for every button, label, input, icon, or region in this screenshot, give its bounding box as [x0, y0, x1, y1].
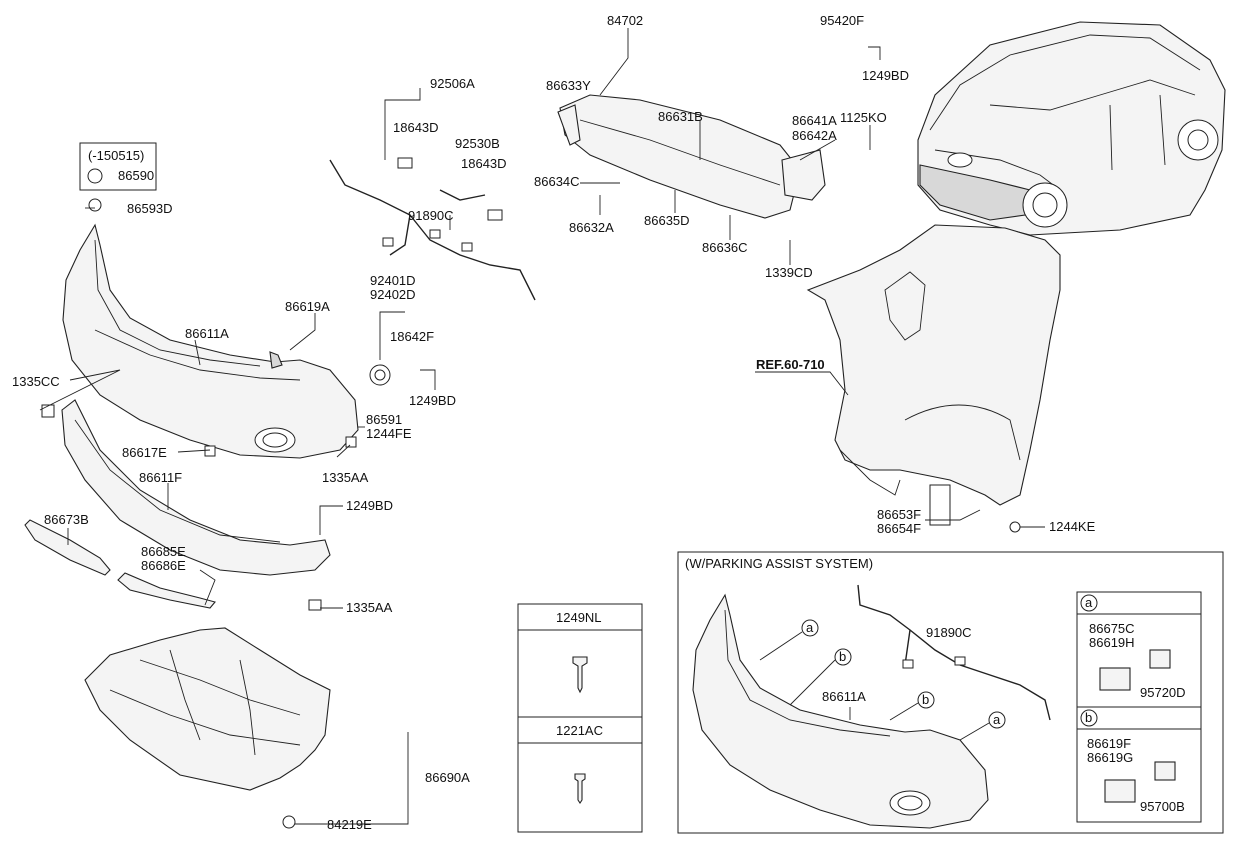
label-86685E: 86685E [141, 544, 186, 559]
label-86631B: 86631B [658, 109, 703, 124]
label-18642F: 18642F [390, 329, 434, 344]
label-92530B: 92530B [455, 136, 500, 151]
bumper-garnish-strips [24, 519, 216, 609]
label-86673B: 86673B [44, 512, 89, 527]
label-86611A: 86611A [185, 326, 229, 341]
part-labels: 84702 95420F 1249BD 86633Y 92506A 86631B… [12, 13, 1096, 832]
fastener-table [517, 603, 643, 833]
legend-a-86675C: 86675C [1089, 621, 1135, 636]
back-beam [557, 94, 826, 219]
legend-b-86619G: 86619G [1087, 750, 1133, 765]
label-84702: 84702 [607, 13, 643, 28]
callout-b-2: b [922, 692, 929, 707]
label-1335AA-a: 1335AA [322, 470, 369, 485]
label-1335AA-b: 1335AA [346, 600, 393, 615]
legend-b-86619F: 86619F [1087, 736, 1131, 751]
label-86611F: 86611F [139, 470, 182, 485]
label-86632A: 86632A [569, 220, 614, 235]
legend-a-95720D: 95720D [1140, 685, 1186, 700]
parking-assist-labels: (W/PARKING ASSIST SYSTEM) 91890C 86611A … [685, 556, 1186, 814]
label-86654F: 86654F [877, 521, 921, 536]
label-ref-60-710: REF.60-710 [756, 357, 825, 372]
legend-a-letter: a [1085, 595, 1093, 610]
leader-lines [39, 28, 1045, 825]
label-86617E: 86617E [122, 445, 167, 460]
label-18643D-a: 18643D [393, 120, 439, 135]
label-1249BD-low: 1249BD [346, 498, 393, 513]
label-92401D: 92401D [370, 273, 416, 288]
parking-label-86611A: 86611A [822, 689, 866, 704]
under-cover [84, 627, 331, 791]
label-86591: 86591 [366, 412, 402, 427]
lower-bumper-skirt [61, 399, 331, 576]
label-86653F: 86653F [877, 507, 921, 522]
label-1339CD: 1339CD [765, 265, 813, 280]
rear-quarter-panel [806, 224, 1061, 506]
label-86641A: 86641A [792, 113, 837, 128]
label-150515: (-150515) [88, 148, 144, 163]
label-1335CC: 1335CC [12, 374, 60, 389]
vehicle-illustration [917, 21, 1226, 236]
legend-b-letter: b [1085, 710, 1092, 725]
label-92506A: 92506A [430, 76, 475, 91]
fastener-table-labels: 1249NL 1221AC [556, 610, 603, 738]
label-86690A: 86690A [425, 770, 470, 785]
callout-b-1: b [839, 649, 846, 664]
fastener-1249NL: 1249NL [556, 610, 602, 625]
label-86593D: 86593D [127, 201, 173, 216]
label-95420F: 95420F [820, 13, 864, 28]
label-1244FE: 1244FE [366, 426, 412, 441]
parking-assist-frame [677, 551, 1224, 834]
label-92402D: 92402D [370, 287, 416, 302]
rear-bumper-cover [62, 223, 359, 459]
callout-a-2: a [993, 712, 1001, 727]
small-parts [41, 157, 1021, 829]
label-1125KO: 1125KO [840, 110, 887, 125]
fastener-1221AC: 1221AC [556, 723, 603, 738]
label-86634C: 86634C [534, 174, 580, 189]
parking-wiring-harness [857, 584, 1051, 721]
note-frame-150515 [79, 142, 157, 191]
label-86590: 86590 [118, 168, 154, 183]
legend-a-86619H: 86619H [1089, 635, 1135, 650]
label-1244KE: 1244KE [1049, 519, 1096, 534]
legend-b-95700B: 95700B [1140, 799, 1185, 814]
label-86686E: 86686E [141, 558, 186, 573]
label-86635D: 86635D [644, 213, 690, 228]
label-86633Y: 86633Y [546, 78, 591, 93]
label-1249BD-top: 1249BD [862, 68, 909, 83]
label-84219E: 84219E [327, 817, 372, 832]
parking-bumper-cover [692, 593, 1006, 829]
label-91890C: 91890C [408, 208, 454, 223]
label-86642A: 86642A [792, 128, 837, 143]
parking-assist-title: (W/PARKING ASSIST SYSTEM) [685, 556, 873, 571]
label-1249BD-mid: 1249BD [409, 393, 456, 408]
label-86636C: 86636C [702, 240, 748, 255]
parking-label-91890C: 91890C [926, 625, 972, 640]
label-86619A: 86619A [285, 299, 330, 314]
wiring-harness [329, 159, 536, 301]
label-18643D-b: 18643D [461, 156, 507, 171]
callout-a-1: a [806, 620, 814, 635]
